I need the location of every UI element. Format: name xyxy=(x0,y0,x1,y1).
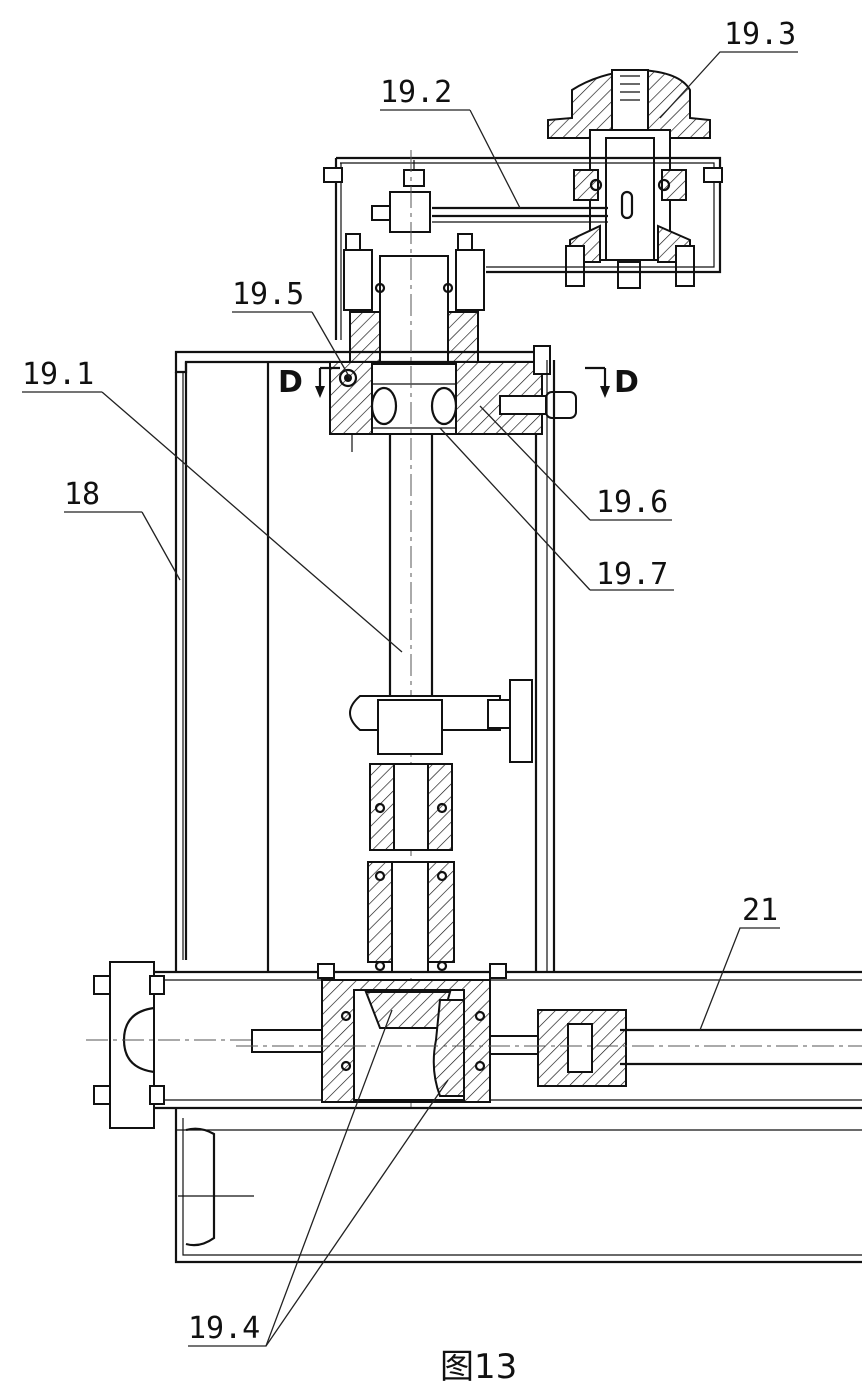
leader-lines xyxy=(22,51,798,1347)
label-19-6: 19.6 xyxy=(596,485,668,520)
frame-walls xyxy=(174,360,556,972)
label-19-1: 19.1 xyxy=(22,357,94,392)
cover-housing xyxy=(323,156,723,340)
upper-bearing-housing xyxy=(174,233,577,452)
label-19-2: 19.2 xyxy=(380,75,452,110)
horizontal-tube xyxy=(86,961,862,1129)
label-19-4: 19.4 xyxy=(188,1311,260,1346)
label-19-5: 19.5 xyxy=(232,277,304,312)
label-21: 21 xyxy=(742,893,778,928)
section-mark-left: D xyxy=(278,365,303,400)
base-channel xyxy=(174,1108,862,1264)
label-19-7: 19.7 xyxy=(596,557,668,592)
section-mark-right: D xyxy=(614,365,639,400)
main-shaft xyxy=(349,150,533,1110)
section-marks: D D xyxy=(278,365,639,400)
top-gearbox xyxy=(547,68,711,289)
label-18: 18 xyxy=(64,477,100,512)
label-19-3: 19.3 xyxy=(724,17,796,52)
figure-caption: 图13 xyxy=(440,1347,517,1387)
